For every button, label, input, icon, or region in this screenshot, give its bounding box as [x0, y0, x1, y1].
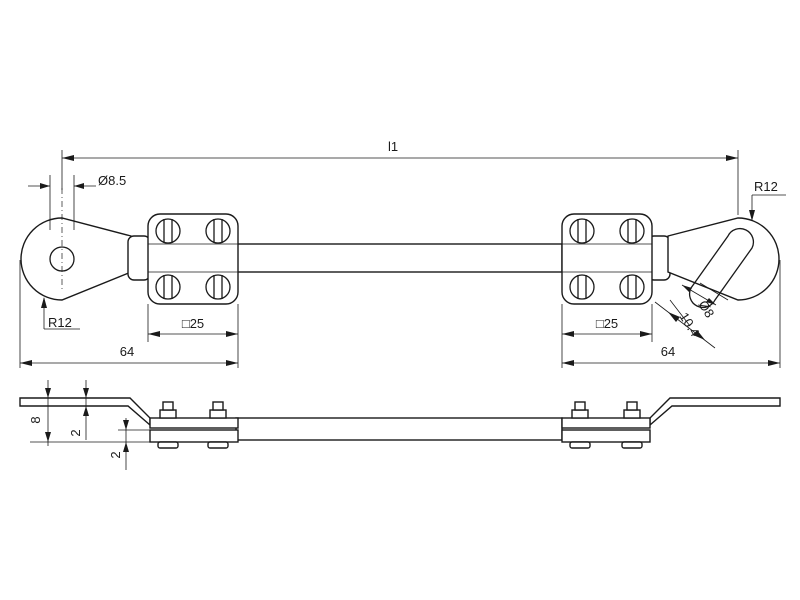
right-clamp-upper-plate	[561, 417, 651, 429]
bar-side	[235, 417, 563, 441]
connecting-bar	[235, 243, 563, 273]
left-clamp-body	[147, 213, 239, 305]
dim-end-left: 64	[120, 344, 134, 359]
left-clamp-lower-plate	[149, 429, 239, 443]
right-clamp	[561, 213, 653, 305]
screw-icon	[569, 274, 595, 300]
dim-thick-strap: 2	[68, 429, 83, 436]
right-clamp-side	[561, 401, 651, 449]
screw-icon	[619, 218, 645, 244]
right-strap-side	[649, 397, 781, 427]
right-lug-slot	[688, 227, 755, 309]
left-clamp	[147, 213, 239, 305]
screw-icon	[155, 274, 181, 300]
left-nut	[127, 235, 151, 281]
dim-l1: l1	[388, 139, 398, 154]
dim-end-right: 64	[661, 344, 675, 359]
left-clamp-upper-plate	[149, 417, 239, 429]
dim-radius-right: R12	[754, 179, 778, 194]
screw-icon	[205, 274, 231, 300]
left-clamp-side	[149, 401, 239, 449]
right-clamp-lower-plate	[561, 429, 651, 443]
dim-thick-total: 8	[28, 416, 43, 423]
screw-icon	[205, 218, 231, 244]
screw-icon	[155, 218, 181, 244]
left-lug	[20, 217, 132, 301]
dim-clamp-right: □25	[596, 316, 618, 331]
dim-clamp-left: □25	[182, 316, 204, 331]
right-lug	[667, 217, 780, 301]
dim-thick-clamp: 2	[108, 451, 123, 458]
screw-icon	[569, 218, 595, 244]
dim-hole-dia-left: Ø8.5	[98, 173, 126, 188]
dim-radius-left: R12	[48, 315, 72, 330]
right-clamp-body	[561, 213, 653, 305]
side-view: 8 2 2	[19, 380, 781, 470]
screw-icon	[619, 274, 645, 300]
top-view: l1 Ø8.5 R12 R12 □25 □25	[19, 139, 786, 368]
